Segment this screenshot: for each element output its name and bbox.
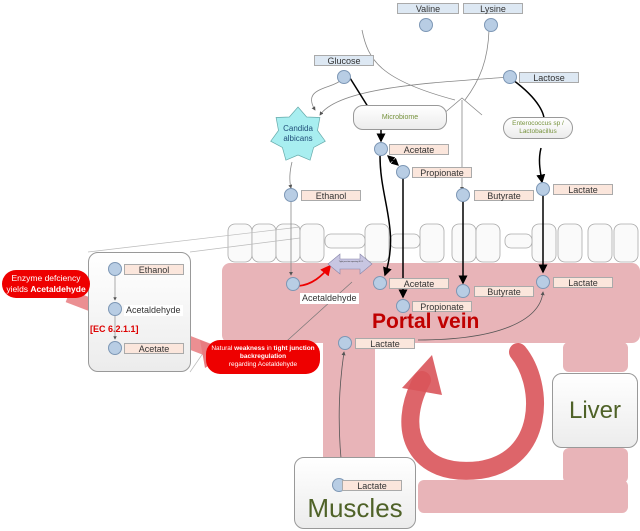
enterococcus-label: Enterococcus sp / Lactobacillus: [512, 120, 564, 135]
epithelial-cell: [299, 223, 325, 263]
enzyme-ec-label: [EC 6.2.1.1]: [90, 324, 139, 334]
label-glucose: Glucose: [314, 55, 374, 66]
label-lactate-portal: Lactate: [553, 277, 613, 288]
node-butyrate-lumen[interactable]: [456, 188, 470, 202]
label-butyrate-lumen: Butyrate: [474, 190, 534, 201]
label-ethanol-lumen: Ethanol: [301, 190, 361, 201]
node-propionate-lumen[interactable]: [396, 165, 410, 179]
tight-junction-cell: [504, 233, 533, 249]
label-inset-acetaldehyde: Acetaldehyde: [124, 305, 183, 316]
epithelial-cell: [475, 223, 501, 263]
node-glucose[interactable]: [337, 70, 351, 84]
intestinal-epithelium: [227, 223, 639, 263]
muscles-label: Muscles: [307, 493, 403, 523]
vessel-to-muscles: [323, 338, 375, 463]
node-acetate-portal[interactable]: [373, 276, 387, 290]
candida-label: Candida albicans: [283, 124, 313, 143]
node-ethanol-lumen[interactable]: [284, 188, 298, 202]
node-lactate-lumen[interactable]: [536, 182, 550, 196]
tight-junction-arrow: [327, 253, 373, 275]
label-acetaldehyde-portal: Acetaldehyde: [300, 293, 359, 304]
node-acetate-lumen[interactable]: [374, 142, 388, 156]
label-acetate-lumen: Acetate: [389, 144, 449, 155]
label-butyrate-portal: Butyrate: [474, 286, 534, 297]
epithelial-cell: [531, 223, 557, 263]
liver-label: Liver: [568, 396, 622, 424]
epithelial-cell: [557, 223, 583, 263]
tight-junction-label: Tight junction opening EC-1: [338, 261, 364, 263]
epithelial-cell: [419, 223, 445, 263]
vessel-liver-bottom: [563, 448, 628, 483]
label-lysine: Lysine: [463, 3, 523, 14]
label-inset-acetate: Acetate: [124, 343, 184, 354]
label-acetate-portal: Acetate: [389, 278, 449, 289]
node-butyrate-portal[interactable]: [456, 284, 470, 298]
tight-junction-cell: [389, 233, 421, 249]
circulation-arrow: [401, 343, 544, 480]
node-lactose[interactable]: [503, 70, 517, 84]
node-valine[interactable]: [419, 18, 433, 32]
muscles-box[interactable]: Muscles: [294, 457, 416, 529]
node-lysine[interactable]: [484, 18, 498, 32]
epithelial-cell: [587, 223, 613, 263]
vessel-bottom: [418, 480, 628, 513]
enterococcus-box[interactable]: Enterococcus sp / Lactobacillus: [503, 117, 573, 139]
node-lactate-outflow[interactable]: [338, 336, 352, 350]
label-valine: Valine: [397, 3, 459, 14]
node-lactate-portal[interactable]: [536, 275, 550, 289]
portal-vein-title: Portal vein: [372, 310, 480, 333]
node-inset-ethanol[interactable]: [108, 262, 122, 276]
vessel-liver-top: [563, 342, 628, 372]
tight-junction-weakness-callout: Natural weakness in tight junction backr…: [206, 340, 320, 374]
epithelial-cell: [364, 223, 390, 263]
node-inset-acetaldehyde[interactable]: [108, 302, 122, 316]
label-lactate-outflow: Lactate: [355, 338, 415, 349]
microbiome-box[interactable]: Microbiome: [353, 105, 447, 130]
label-propionate-lumen: Propionate: [412, 167, 472, 178]
epithelial-cell: [451, 223, 477, 263]
label-lactose: Lactose: [519, 72, 579, 83]
microbiome-label: Microbiome: [381, 114, 419, 121]
epithelial-cell: [227, 223, 253, 263]
candida-star: [270, 106, 326, 161]
liver-box[interactable]: Liver: [552, 373, 638, 448]
label-muscle-lactate: Lactate: [342, 480, 402, 491]
label-propionate-portal: Propionate: [412, 301, 472, 312]
node-acetaldehyde-portal[interactable]: [286, 277, 300, 291]
node-propionate-portal[interactable]: [396, 299, 410, 313]
tight-junction-cell: [324, 233, 366, 249]
node-inset-acetate[interactable]: [108, 341, 122, 355]
label-inset-ethanol: Ethanol: [124, 264, 184, 275]
epithelial-cell: [251, 223, 277, 263]
epithelial-cell: [613, 223, 639, 263]
label-lactate-lumen: Lactate: [553, 184, 613, 195]
